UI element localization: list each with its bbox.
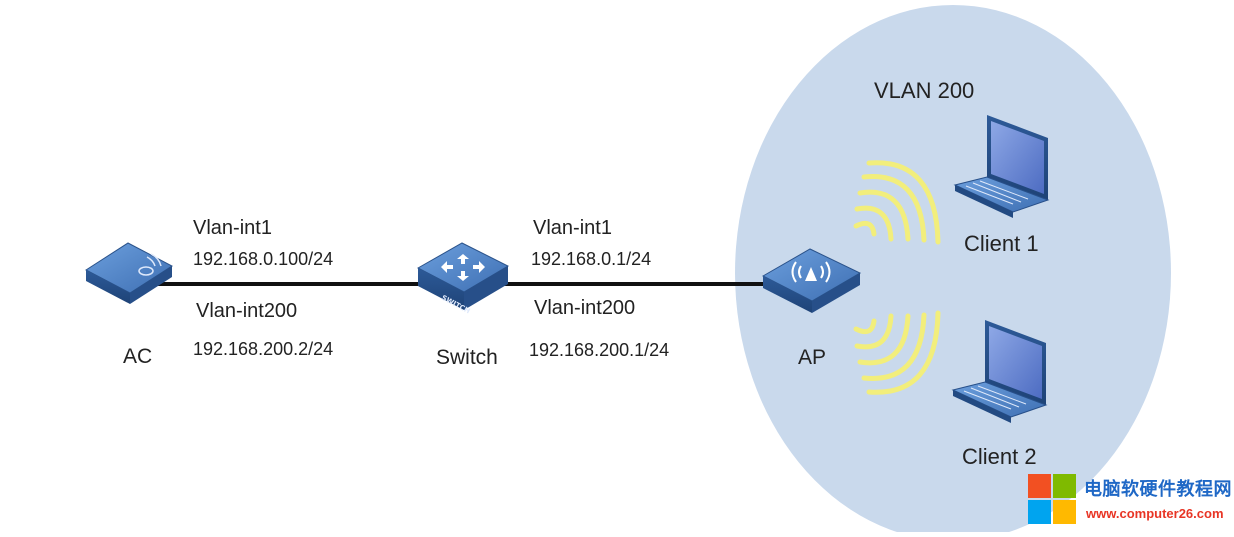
ac-switch-top-interface: Vlan-int1 [193,217,272,239]
ac-switch-bottom-interface: Vlan-int200 [196,300,298,322]
switch-ap-bottom-ip: 192.168.200.1/24 [529,340,670,360]
logo-quadrant-blue [1028,500,1051,524]
switch-device-label: Switch [436,346,498,369]
watermark: 电脑软硬件教程网 www.computer26.com [1028,472,1234,530]
client-1-label: Client 1 [964,231,1039,256]
vlan-200-coverage-zone [735,5,1171,537]
switch-ap-top-interface: Vlan-int1 [533,217,612,239]
switch-device-icon: SWITCH [416,242,510,315]
ac-switch-top-ip: 192.168.0.100/24 [193,249,334,269]
ap-device-icon [761,248,862,313]
wireless-signal-upper-icon [853,160,941,245]
ac-device-label: AC [123,345,153,368]
client-2-laptop-icon [951,320,1048,423]
ap-device-label: AP [798,346,827,369]
switch-ap-bottom-interface: Vlan-int200 [534,297,636,319]
watermark-title: 电脑软硬件教程网 [1084,479,1232,500]
client-2-label: Client 2 [962,444,1037,469]
wireless-signal-lower-icon [853,310,941,395]
vlan-zone-label: VLAN 200 [874,78,975,103]
ac-switch-bottom-ip: 192.168.200.2/24 [193,339,334,359]
client-1-laptop-icon [953,115,1050,218]
windows-logo-icon [1028,474,1076,524]
logo-quadrant-green [1053,474,1076,498]
logo-quadrant-yellow [1053,500,1076,524]
watermark-url: www.computer26.com [1086,506,1224,521]
logo-quadrant-red [1028,474,1051,498]
ac-device-icon [85,242,173,304]
switch-ap-top-ip: 192.168.0.1/24 [531,249,652,269]
